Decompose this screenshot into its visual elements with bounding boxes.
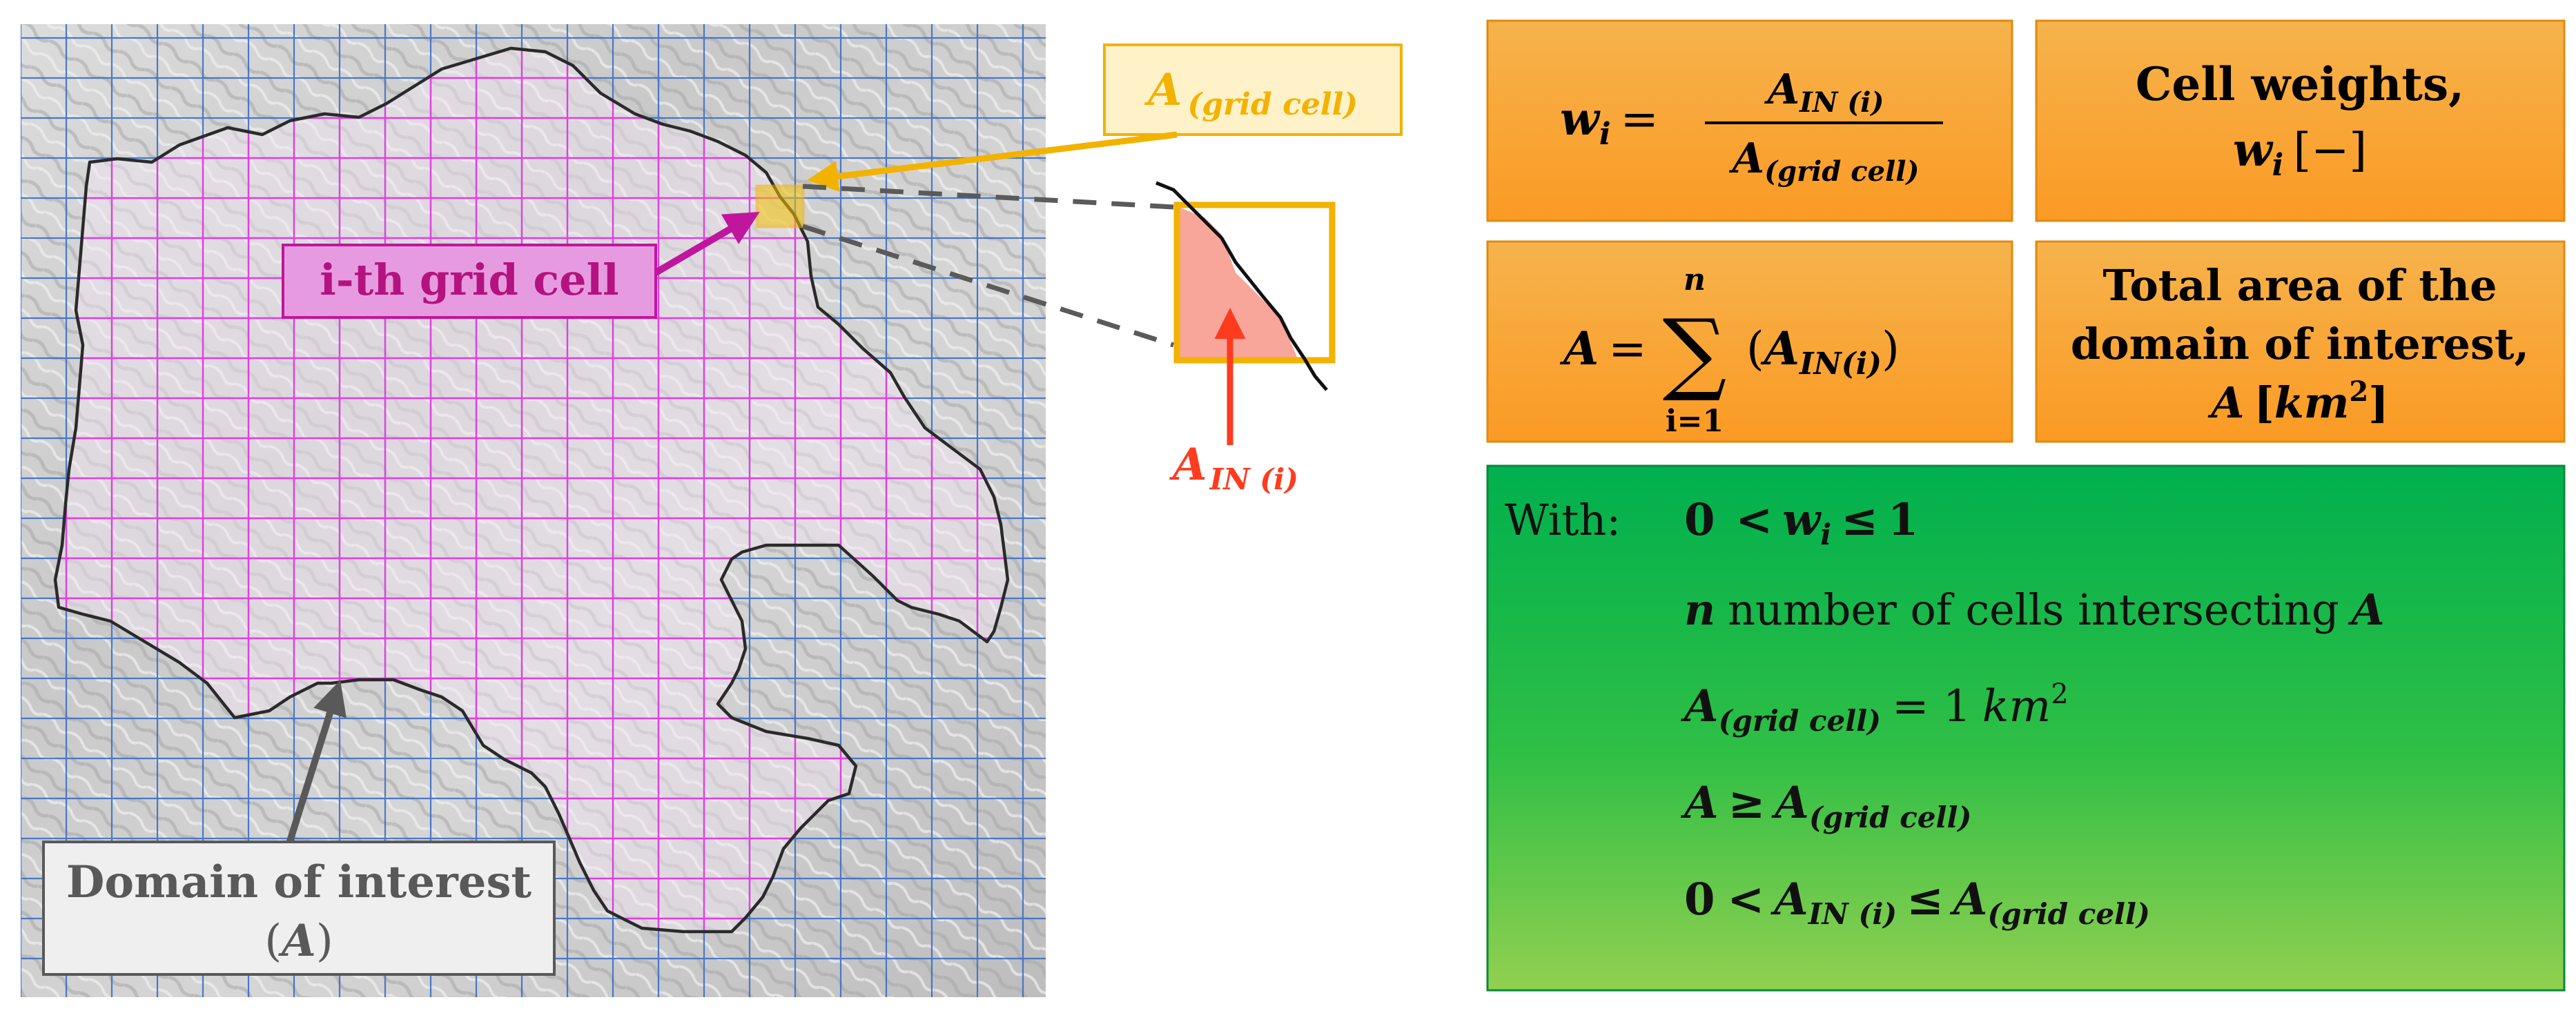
svg-text:A[km2]: A[km2] [2207,375,2388,428]
grid-cell-label-box: A(grid cell) [1103,43,1403,136]
ith-cell-label-arrow [654,211,760,276]
zoom-inset: AIN (i) [1155,181,1336,496]
weight-label-box: Cell weights, wi[−] [2035,19,2566,222]
svg-text:Cell weights,: Cell weights, [2136,57,2464,111]
svg-text:wi[−]: wi[−] [2233,123,2367,183]
svg-text:A(grid cell): A(grid cell) [1729,135,1920,188]
svg-text:wi=: wi= [1560,92,1659,152]
inset-cell-frame [1173,202,1336,364]
ith-cell-label-box: i-th grid cell [282,244,657,319]
inset-label-symbol: A [1169,439,1207,491]
terrain-map [21,24,1046,997]
svg-text:A=: A= [1559,322,1647,375]
domain-boundary [53,46,1010,934]
svg-text:AIN (i): AIN (i) [1169,439,1298,496]
weight-formula-box: wi= AIN (i) A(grid cell) [1486,19,2013,222]
total-label-box: Total area of the domain of interest, A[… [2035,240,2566,443]
ith-cell-label-text: i-th grid cell [320,255,618,305]
svg-text:(AIN(i)): (AIN(i)) [1746,322,1900,382]
svg-text:A(grid cell): A(grid cell) [1144,64,1358,122]
condition-domain-min: A≥A(grid cell) [1681,777,1971,834]
domain-label-box: Domain of interest (A) [42,841,556,976]
svg-text:AIN (i): AIN (i) [1764,66,1884,119]
svg-text:domain of interest,: domain of interest, [2071,319,2529,369]
domain-label-line1: Domain of interest [66,856,532,908]
total-formula-box: A= n ∑ i=1 (AIN(i)) [1486,240,2013,443]
grid-cell-label-symbol: A [1144,64,1182,116]
grid-cell-label-arrow [807,131,1178,192]
sum-lower-limit: i=1 [1666,404,1724,439]
hillshade-texture [21,24,1046,997]
grid-cell-label-sub: (grid cell) [1188,87,1358,122]
sum-upper-limit: n [1684,262,1706,297]
ith-grid-cell-highlight [755,184,805,228]
domain-label-arrow [283,680,347,854]
zoom-line-top [802,184,1174,210]
condition-weight-range: 0<wi≤1 [1684,494,1918,551]
condition-intersect-range: 0<AIN (i)≤A(grid cell) [1684,874,2150,931]
inset-label-sub: IN (i) [1209,462,1298,496]
svg-text:Total area of the: Total area of the [2102,260,2497,311]
domain-label-symbol: A [278,915,316,967]
zoom-line-bottom [801,224,1175,348]
intersect-area [1177,207,1298,359]
inset-boundary [1155,181,1328,391]
conditions-lead: With: [1505,495,1621,545]
sigma-symbol: ∑ [1663,300,1727,404]
svg-text:(A): (A) [264,915,333,967]
